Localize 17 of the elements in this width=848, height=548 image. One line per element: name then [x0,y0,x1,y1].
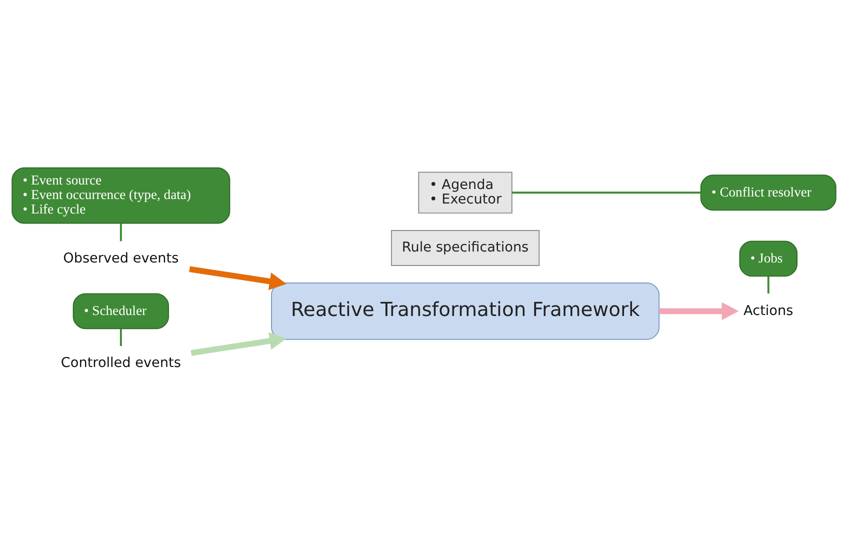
node-text: Observed events [63,250,179,266]
node-box: Reactive Transformation Framework [271,282,660,340]
node-box: • Jobs [739,240,798,276]
node-box: • Scheduler [72,292,169,329]
arrow [189,266,286,290]
connector [512,191,701,194]
node-box: • Conflict resolver [700,174,836,210]
connector [120,328,122,346]
arrow [659,302,739,320]
node-box: Rule specifications [390,230,540,266]
arrow [190,332,287,356]
node-box: • Event source • Event occurrence (type, data) • Life cycle [12,166,230,224]
node-text: Actions [744,302,794,318]
node-box: • Agenda • Executor [418,171,512,214]
connector [767,276,770,294]
node-text: Controlled events [60,354,181,371]
connector [120,222,122,241]
